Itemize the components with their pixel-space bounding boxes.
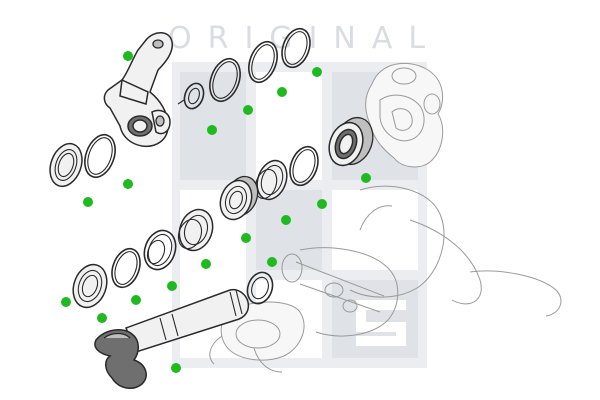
position-marker <box>317 199 327 209</box>
seal-left-b <box>84 133 116 179</box>
circlip-a <box>281 27 311 69</box>
watermark-text: ORIGINAL <box>168 21 441 56</box>
position-marker <box>171 363 181 373</box>
bushing-a <box>254 159 288 201</box>
position-marker <box>61 297 71 307</box>
position-marker <box>131 295 141 305</box>
position-marker <box>123 51 133 61</box>
washer-small <box>246 271 274 305</box>
s-cam-shaft <box>94 288 250 390</box>
circlip-b <box>248 40 278 84</box>
position-marker <box>267 257 277 267</box>
circlip-d <box>111 247 141 289</box>
bushing-b <box>219 175 259 221</box>
position-markers <box>61 51 371 373</box>
lock-washer <box>177 82 205 110</box>
circlip-c <box>289 145 319 187</box>
seal-d <box>143 229 177 271</box>
position-marker <box>83 197 93 207</box>
o-ring-a <box>209 57 241 103</box>
needle-bearing-upper <box>328 116 374 167</box>
seal-left-a <box>49 142 83 188</box>
position-marker <box>97 313 107 323</box>
slack-adjuster <box>103 32 174 148</box>
position-marker <box>312 67 322 77</box>
position-marker <box>167 281 177 291</box>
position-marker <box>281 215 291 225</box>
seal-e <box>72 263 108 309</box>
seal-c <box>177 208 214 252</box>
position-marker <box>361 173 371 183</box>
position-marker <box>277 87 287 97</box>
position-marker <box>123 179 133 189</box>
position-marker <box>201 259 211 269</box>
position-marker <box>241 233 251 243</box>
position-marker <box>243 105 253 115</box>
position-marker <box>207 125 217 135</box>
